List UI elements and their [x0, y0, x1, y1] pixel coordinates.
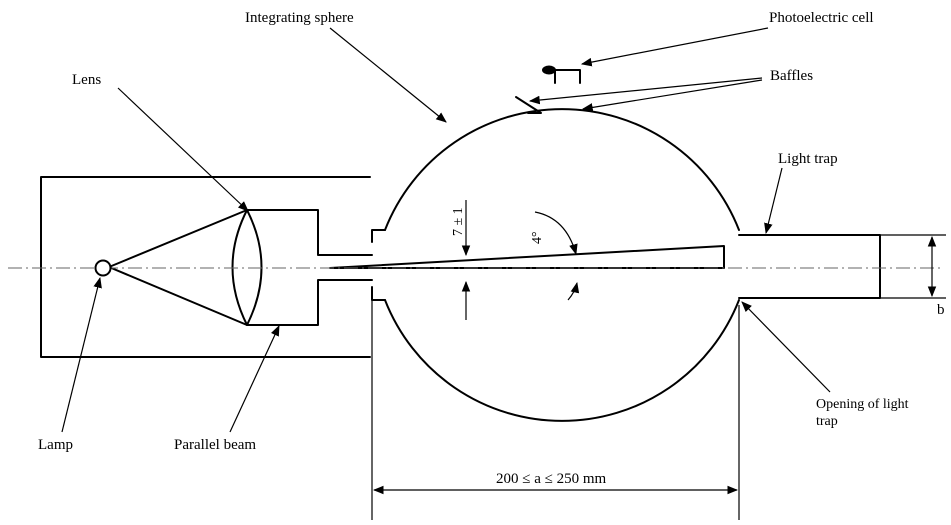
angle-label: 4° — [530, 231, 545, 244]
parallel-beam-tube — [246, 209, 373, 326]
dimension-a — [371, 300, 740, 520]
baffle — [515, 96, 542, 114]
lamp — [94, 259, 112, 277]
dimension-7-label: 7 ± 1 — [451, 207, 466, 236]
dimension-b — [880, 234, 946, 299]
label-integrating-sphere: Integrating sphere — [245, 10, 354, 26]
beam-wedge — [329, 245, 725, 269]
photoelectric-cell-housing — [554, 69, 581, 84]
label-opening-line2: trap — [816, 414, 838, 429]
angle-arc-lower — [567, 281, 580, 301]
dimension-a-label: 200 ≤ a ≤ 250 mm — [496, 471, 607, 487]
label-baffles: Baffles — [770, 68, 813, 84]
leader-lines — [61, 27, 831, 433]
lamp-housing — [40, 176, 371, 358]
angle-arc — [534, 211, 578, 256]
label-light-trap: Light trap — [778, 151, 838, 167]
light-trap — [738, 234, 881, 299]
label-parallel-beam: Parallel beam — [174, 437, 256, 453]
integrating-sphere-lower — [384, 299, 740, 422]
photoelectric-cell — [542, 65, 556, 75]
label-lamp: Lamp — [38, 437, 73, 453]
label-lens: Lens — [72, 72, 101, 88]
dimension-b-label: b — [937, 302, 945, 318]
label-opening-line1: Opening of light — [816, 397, 909, 412]
integrating-sphere-upper — [384, 108, 740, 231]
lamp-rays — [108, 209, 248, 326]
label-photoelectric-cell: Photoelectric cell — [769, 10, 874, 26]
